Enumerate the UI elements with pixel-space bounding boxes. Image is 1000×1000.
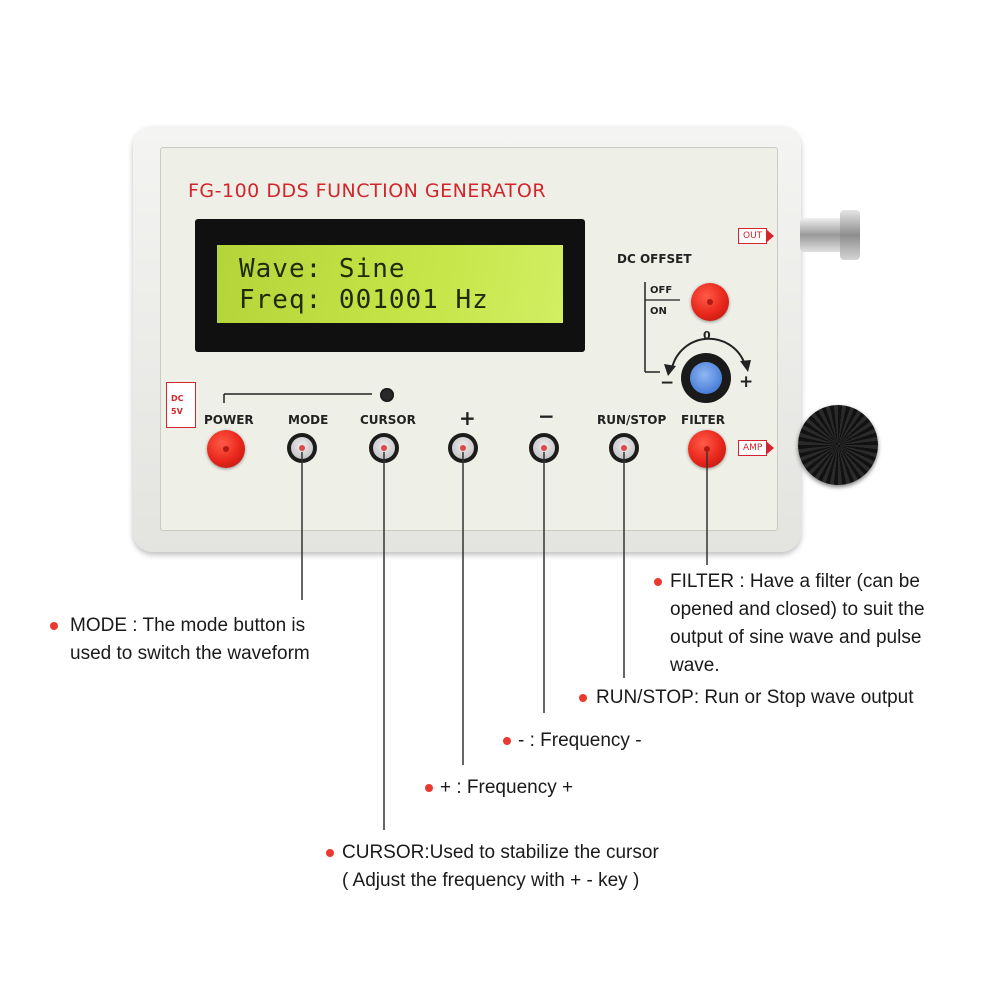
device-title: FG-100 DDS FUNCTION GENERATOR bbox=[188, 180, 547, 202]
run-stop-desc: RUN/STOP: Run or Stop wave output bbox=[596, 687, 914, 708]
offset-minus-label: − bbox=[660, 373, 675, 393]
dc-5v-tag: DC 5V bbox=[166, 382, 196, 428]
amp-tag: AMP bbox=[738, 440, 775, 456]
plus-button[interactable] bbox=[448, 433, 478, 463]
mode-desc-1: MODE : The mode button is bbox=[70, 615, 306, 636]
filter-desc-3: output of sine wave and pulse bbox=[670, 627, 922, 648]
on-label: ON bbox=[650, 306, 667, 317]
bullet-icon bbox=[503, 737, 511, 745]
bnc-output-tip bbox=[840, 210, 860, 260]
lcd-display: Wave: Sine Freq: 001001 Hz bbox=[217, 245, 563, 323]
minus-label: − bbox=[538, 404, 555, 428]
lcd-line-freq: Freq: 001001 Hz bbox=[239, 285, 489, 315]
off-label: OFF bbox=[650, 285, 673, 296]
amplitude-knob[interactable] bbox=[798, 405, 878, 485]
minus-desc: - : Frequency - bbox=[518, 730, 642, 751]
cursor-desc-2: ( Adjust the frequency with + - key ) bbox=[342, 870, 640, 891]
bullet-icon bbox=[654, 578, 662, 586]
offset-zero-label: 0 bbox=[703, 329, 711, 342]
filter-desc-4: wave. bbox=[670, 655, 720, 676]
plus-desc: + : Frequency + bbox=[440, 777, 574, 798]
dc-offset-toggle-button[interactable] bbox=[691, 283, 729, 321]
filter-desc-1: FILTER : Have a filter (can be bbox=[670, 571, 920, 592]
lcd-line-wave: Wave: Sine bbox=[239, 254, 406, 284]
dc-offset-knob[interactable] bbox=[681, 353, 731, 403]
dc-offset-label: DC OFFSET bbox=[617, 252, 692, 266]
mode-label: MODE bbox=[288, 413, 329, 427]
dc-label: DC bbox=[171, 394, 184, 403]
bullet-icon bbox=[50, 622, 58, 630]
filter-label: FILTER bbox=[681, 413, 725, 427]
plus-label: + bbox=[459, 406, 476, 430]
filter-desc-2: opened and closed) to suit the bbox=[670, 599, 925, 620]
mode-button[interactable] bbox=[287, 433, 317, 463]
offset-plus-label: + bbox=[739, 372, 754, 392]
bullet-icon bbox=[425, 784, 433, 792]
mode-desc-2: used to switch the waveform bbox=[70, 643, 310, 664]
power-button[interactable] bbox=[207, 430, 245, 468]
out-tag: OUT bbox=[738, 228, 775, 244]
cursor-desc-1: CURSOR:Used to stabilize the cursor bbox=[342, 842, 659, 863]
bullet-icon bbox=[579, 694, 587, 702]
bullet-icon bbox=[326, 849, 334, 857]
power-label: POWER bbox=[204, 413, 254, 427]
5v-label: 5V bbox=[171, 407, 183, 416]
power-led-icon bbox=[380, 388, 394, 402]
run-stop-label: RUN/STOP bbox=[597, 413, 667, 427]
cursor-label: CURSOR bbox=[360, 413, 416, 427]
